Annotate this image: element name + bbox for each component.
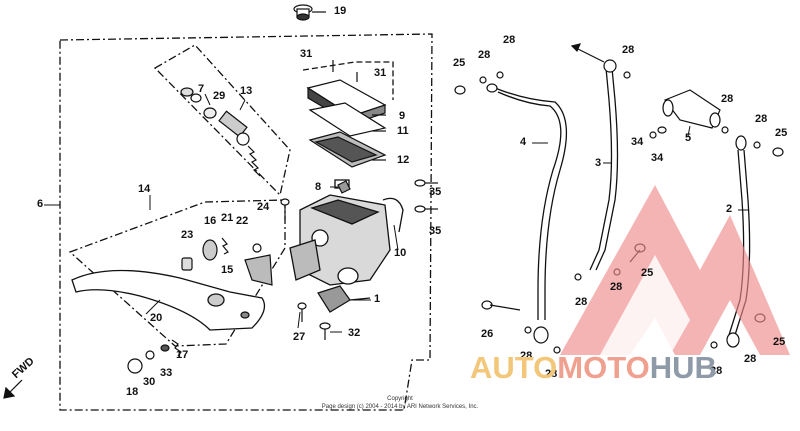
watermark-text: AUTOMOTOHUB [470, 350, 717, 386]
callout-12: 12 [397, 154, 410, 166]
piston-parts [180, 87, 261, 177]
lever-kit-frame [68, 199, 286, 347]
callout-28: 28 [622, 44, 635, 56]
callout-3: 3 [595, 157, 602, 169]
watermark-hub: HUB [649, 350, 717, 385]
callout-31: 31 [300, 48, 313, 60]
callout-28: 28 [744, 353, 757, 365]
brake-switch [317, 285, 371, 313]
callout-4: 4 [520, 136, 527, 148]
callout-25: 25 [773, 336, 786, 348]
arrows [3, 43, 605, 399]
callout-34: 34 [631, 136, 644, 148]
brake-hoses [494, 67, 751, 336]
callout-30: 30 [143, 376, 156, 388]
hose-fittings [454, 59, 784, 354]
callout-28: 28 [710, 365, 723, 377]
reservoir-parts [306, 60, 387, 168]
callout-25: 25 [641, 267, 654, 279]
callout-15: 15 [221, 264, 234, 276]
callout-28: 28 [520, 350, 533, 362]
callout-5: 5 [685, 132, 692, 144]
callout-32: 32 [348, 327, 361, 339]
callout-11: 11 [397, 125, 409, 137]
callout-31: 31 [374, 67, 387, 79]
callout-28: 28 [575, 296, 588, 308]
copyright-notice: Page design (c) 2004 - 2014 by ARI Netwo… [321, 404, 479, 410]
callout-8: 8 [315, 181, 322, 193]
callout-28: 28 [610, 281, 623, 293]
screws-27-32 [297, 302, 331, 340]
callout-27: 27 [293, 331, 306, 343]
callout-20: 20 [150, 312, 163, 324]
watermark-moto: MOTO [557, 350, 650, 385]
master-cylinder-body [289, 179, 404, 286]
callout-34: 34 [651, 152, 664, 164]
callout-28: 28 [545, 368, 558, 380]
callout-21: 21 [221, 212, 234, 224]
copyright-title: Copyright [387, 396, 413, 402]
watermark-logo [560, 185, 790, 355]
callout-17: 17 [176, 349, 189, 361]
callout-25: 25 [453, 57, 466, 69]
callout-16: 16 [204, 215, 217, 227]
callout-14: 14 [138, 183, 151, 195]
callout-2: 2 [726, 203, 733, 215]
callout-25: 25 [775, 127, 788, 139]
callout-28: 28 [503, 34, 516, 46]
callout-28: 28 [478, 49, 491, 61]
watermark-auto: AUTO [470, 350, 558, 385]
callout-9: 9 [399, 110, 406, 122]
callout-33: 33 [160, 367, 173, 379]
callout-28: 28 [755, 113, 768, 125]
leader-lines [44, 93, 748, 333]
callout-23: 23 [181, 229, 194, 241]
callout-7: 7 [198, 83, 205, 95]
callout-13: 13 [240, 85, 253, 97]
callout-18: 18 [126, 386, 139, 398]
callout-24: 24 [257, 201, 270, 213]
callout-28: 28 [721, 93, 734, 105]
callout-22: 22 [236, 215, 249, 227]
callout-35: 35 [429, 225, 442, 237]
callout-1: 1 [374, 293, 381, 305]
master-cylinder-frame [59, 33, 433, 411]
adjuster-parts [127, 237, 273, 374]
brake-lever [71, 269, 266, 331]
callout-35: 35 [429, 186, 442, 198]
three-way-joint [662, 89, 721, 129]
part-19-cap [293, 4, 326, 21]
callout-6: 6 [37, 198, 44, 210]
reservoir-frame [302, 61, 394, 100]
callout-29: 29 [213, 90, 226, 102]
callout-19: 19 [334, 5, 347, 17]
piston-kit-frame [153, 44, 291, 197]
callout-26: 26 [481, 328, 494, 340]
bolts-24-35 [280, 179, 438, 220]
callout-10: 10 [394, 247, 407, 259]
